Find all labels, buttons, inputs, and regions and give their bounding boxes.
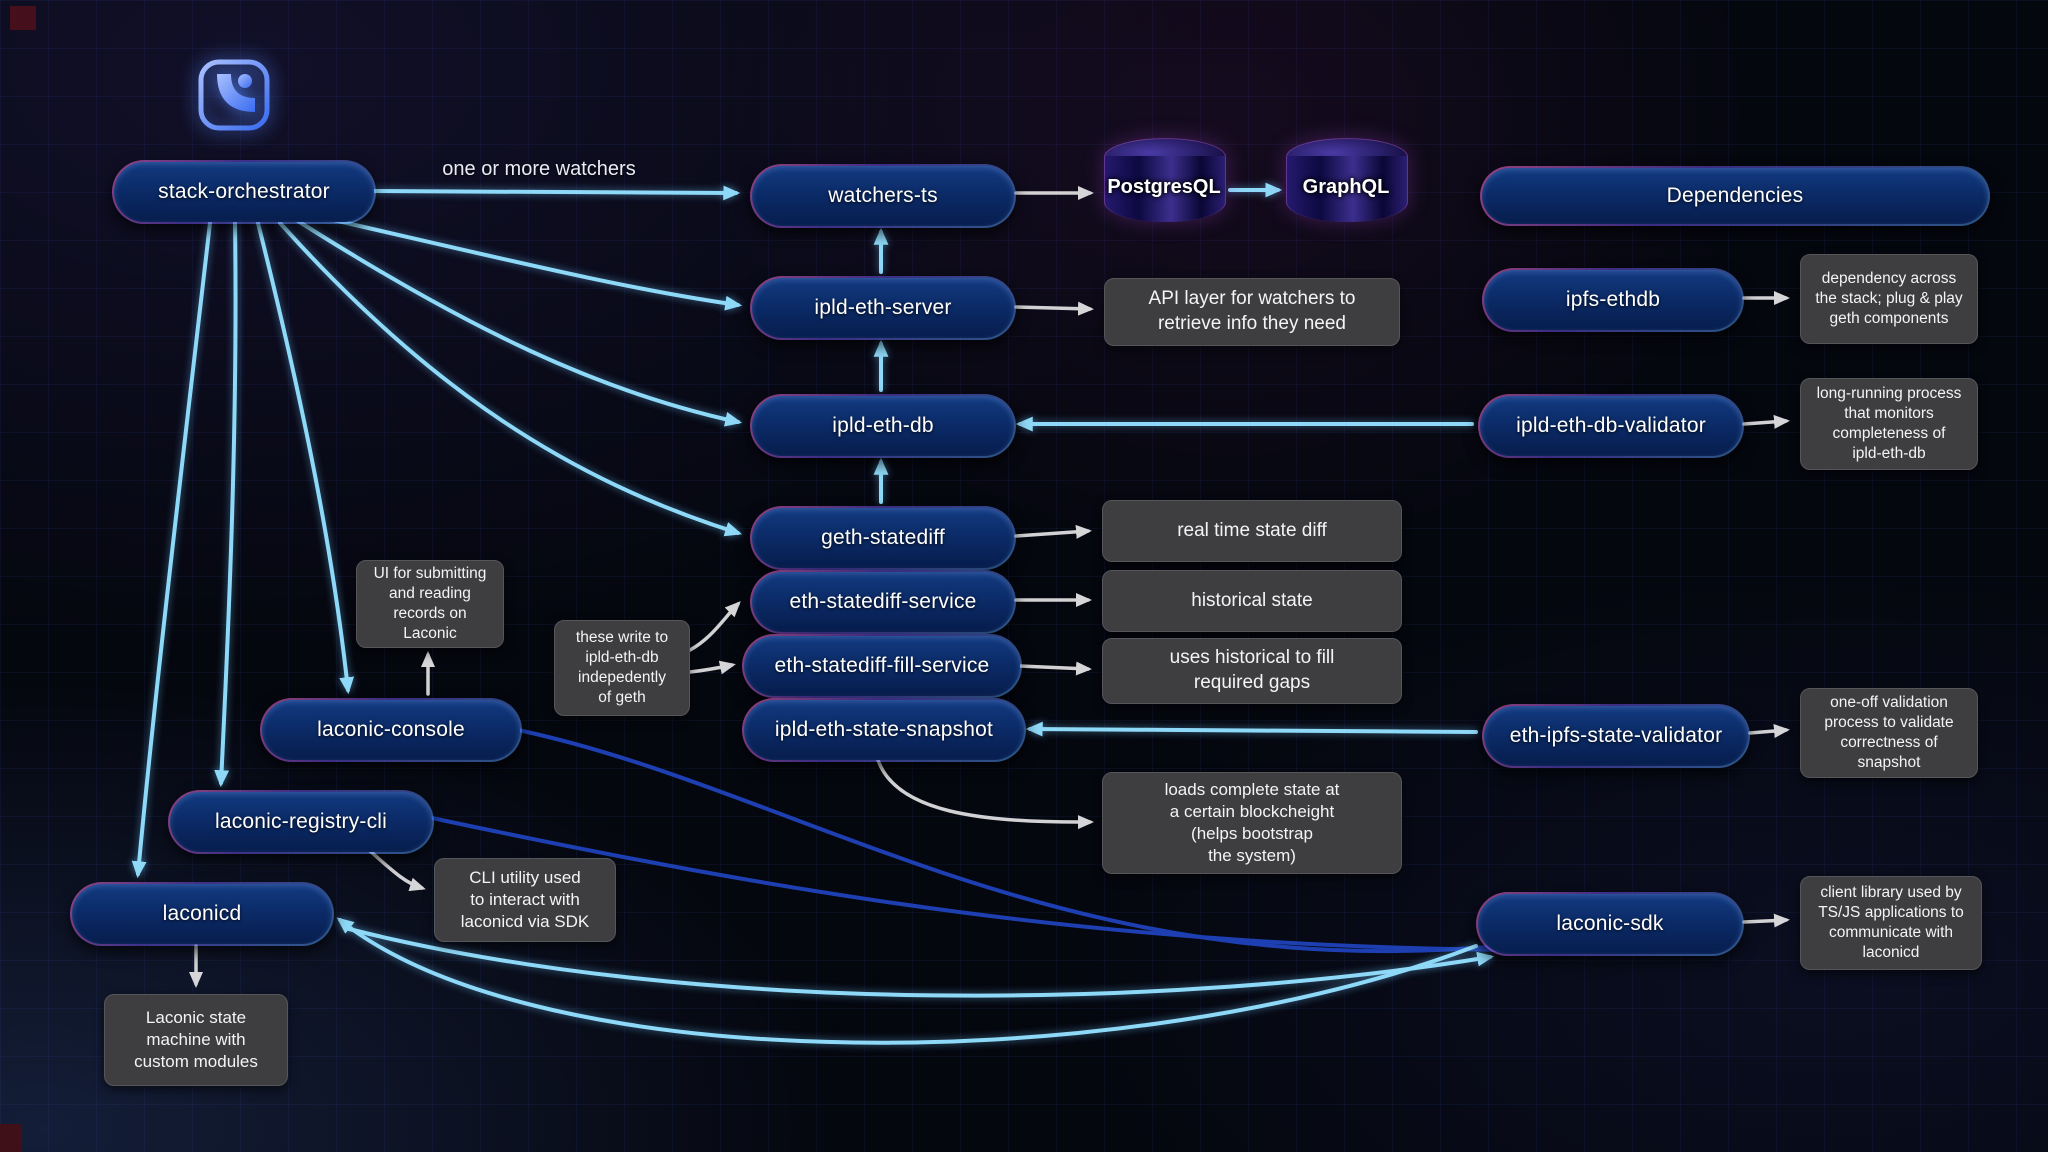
node-label: eth-statediff-fill-service: [774, 654, 990, 677]
note-text: CLI utility used to interact with laconi…: [460, 867, 590, 932]
node-laconicd: laconicd: [70, 882, 334, 946]
corner-artifact-top-left: [10, 6, 36, 30]
node-label: watchers-ts: [828, 184, 938, 207]
note-text: historical state: [1191, 589, 1313, 611]
note-text: dependency across the stack; plug & play…: [1815, 269, 1963, 328]
node-ipld-eth-server: ipld-eth-server: [750, 276, 1016, 340]
note-text: long-running process that monitors compl…: [1816, 384, 1962, 463]
arrow-laconic-registry-cli-to-cli-utility-note: [368, 849, 426, 892]
node-label: laconic-sdk: [1556, 912, 1664, 935]
node-label: ipld-eth-db-validator: [1516, 414, 1706, 437]
node-laconic-registry-cli: laconic-registry-cli: [168, 790, 434, 854]
node-eth-ipfs-state-validator: eth-ipfs-state-validator: [1482, 704, 1750, 768]
note-uses-historical: uses historical to fill required gaps: [1102, 638, 1402, 704]
arrow-eth-statediff-fill-service-to-uses-historical-note: [1018, 661, 1092, 676]
node-watchers-ts: watchers-ts: [750, 164, 1016, 228]
arrow-laconicd-to-laconic-sdk: [343, 926, 1495, 998]
arrow-stack-orchestrator-to-ipld-eth-server: [314, 214, 743, 311]
node-ipld-eth-db: ipld-eth-db: [750, 394, 1016, 458]
node-ipld-eth-db-validator: ipld-eth-db-validator: [1478, 394, 1744, 458]
note-text: UI for submitting and reading records on…: [373, 564, 487, 643]
note-long-running: long-running process that monitors compl…: [1800, 378, 1978, 470]
note-text: Laconic state machine with custom module…: [134, 1007, 258, 1072]
node-eth-statediff-fill-service: eth-statediff-fill-service: [742, 634, 1022, 698]
arrow-laconic-console-to-laconic-sdk: [516, 728, 1502, 954]
note-text: loads complete state at a certain blockc…: [1164, 779, 1340, 866]
arrow-stack-orchestrator-to-laconic-console: [256, 221, 355, 695]
node-label: geth-statediff: [821, 526, 945, 549]
node-label: ipfs-ethdb: [1565, 288, 1661, 311]
node-stack-orchestrator: stack-orchestrator: [112, 160, 376, 224]
note-cli-utility: CLI utility used to interact with laconi…: [434, 858, 616, 942]
database-label: PostgresQL: [1107, 176, 1221, 198]
node-label: eth-statediff-service: [789, 590, 977, 613]
node-label: ipld-eth-state-snapshot: [774, 718, 994, 741]
note-dependency-across: dependency across the stack; plug & play…: [1800, 254, 1978, 344]
brace-these-write-to-eth-statediff-service: [688, 601, 741, 652]
corner-artifact-bottom-left: [0, 1124, 22, 1152]
note-text: real time state diff: [1177, 519, 1327, 541]
node-geth-statediff: geth-statediff: [750, 506, 1016, 570]
node-label: laconic-registry-cli: [214, 810, 388, 833]
arrow-ipld-eth-server-to-api-layer-note: [1014, 301, 1094, 316]
note-these-write: these write to ipld-eth-db indepedently …: [554, 620, 690, 716]
node-label: ipld-eth-server: [814, 296, 952, 319]
node-eth-statediff-service: eth-statediff-service: [750, 570, 1016, 634]
arrow-laconic-registry-cli-to-laconic-sdk: [430, 816, 1572, 953]
note-api-layer: API layer for watchers to retrieve info …: [1104, 278, 1400, 346]
arrow-stack-orchestrator-to-ipld-eth-db: [296, 219, 743, 427]
node-laconic-sdk: laconic-sdk: [1476, 892, 1744, 956]
note-text: one-off validation process to validate c…: [1824, 693, 1954, 772]
arrow-ipld-eth-db-validator-to-long-running-note: [1742, 414, 1790, 429]
node-label: eth-ipfs-state-validator: [1509, 724, 1723, 747]
note-ui-for-submitting: UI for submitting and reading records on…: [356, 560, 504, 648]
note-one-off-validation: one-off validation process to validate c…: [1800, 688, 1978, 778]
arrow-ipld-eth-state-snapshot-to-loads-complete-note: [876, 758, 1094, 830]
note-historical-state: historical state: [1102, 570, 1402, 632]
note-text: uses historical to fill required gaps: [1169, 647, 1335, 693]
laconic-logo-icon: [193, 54, 275, 136]
node-label: ipld-eth-db: [832, 414, 934, 437]
node-label: Dependencies: [1666, 184, 1804, 207]
node-label: laconic-console: [317, 718, 465, 741]
arrow-laconic-sdk-to-laconicd: [336, 917, 1478, 1045]
graphql-database-icon: GraphQL: [1286, 138, 1408, 238]
note-loads-complete-state: loads complete state at a certain blockc…: [1102, 772, 1402, 874]
postgresql-database-icon: PostgresQL: [1104, 138, 1226, 238]
arrow-laconic-sdk-to-client-library-note: [1742, 913, 1790, 928]
arrow-geth-statediff-to-real-time-note: [1014, 524, 1092, 539]
node-laconic-console: laconic-console: [260, 698, 522, 762]
arrow-eth-ipfs-state-validator-to-ipld-eth-state-snapshot: [1025, 721, 1478, 737]
node-ipld-eth-state-snapshot: ipld-eth-state-snapshot: [742, 698, 1026, 762]
note-text: client library used by TS/JS application…: [1818, 883, 1964, 962]
brace-these-write-to-eth-statediff-fill-service: [688, 660, 736, 675]
arrow-stack-orchestrator-to-laconic-registry-cli: [214, 221, 238, 788]
note-text: API layer for watchers to retrieve info …: [1148, 288, 1356, 334]
node-label: laconicd: [162, 902, 242, 925]
note-text: these write to ipld-eth-db indepedently …: [575, 628, 669, 707]
arrow-eth-ipfs-state-validator-to-one-off-note: [1748, 724, 1790, 738]
arrow-stack-orchestrator-to-laconicd: [131, 221, 212, 879]
note-client-library: client library used by TS/JS application…: [1800, 876, 1982, 970]
cylinder-body: [1104, 156, 1226, 222]
note-laconic-state-machine: Laconic state machine with custom module…: [104, 994, 288, 1086]
arrow-caption-one-or-more-watchers: one or more watchers: [442, 158, 636, 180]
node-dependencies-header: Dependencies: [1480, 166, 1990, 226]
cylinder-body: [1286, 156, 1408, 222]
node-ipfs-ethdb: ipfs-ethdb: [1482, 268, 1744, 332]
arrow-stack-orchestrator-to-watchers-ts: [372, 185, 741, 201]
arrow-stack-orchestrator-to-geth-statediff: [278, 221, 743, 537]
note-real-time-state-diff: real time state diff: [1102, 500, 1402, 562]
node-label: stack-orchestrator: [158, 180, 330, 203]
database-label: GraphQL: [1302, 176, 1390, 198]
